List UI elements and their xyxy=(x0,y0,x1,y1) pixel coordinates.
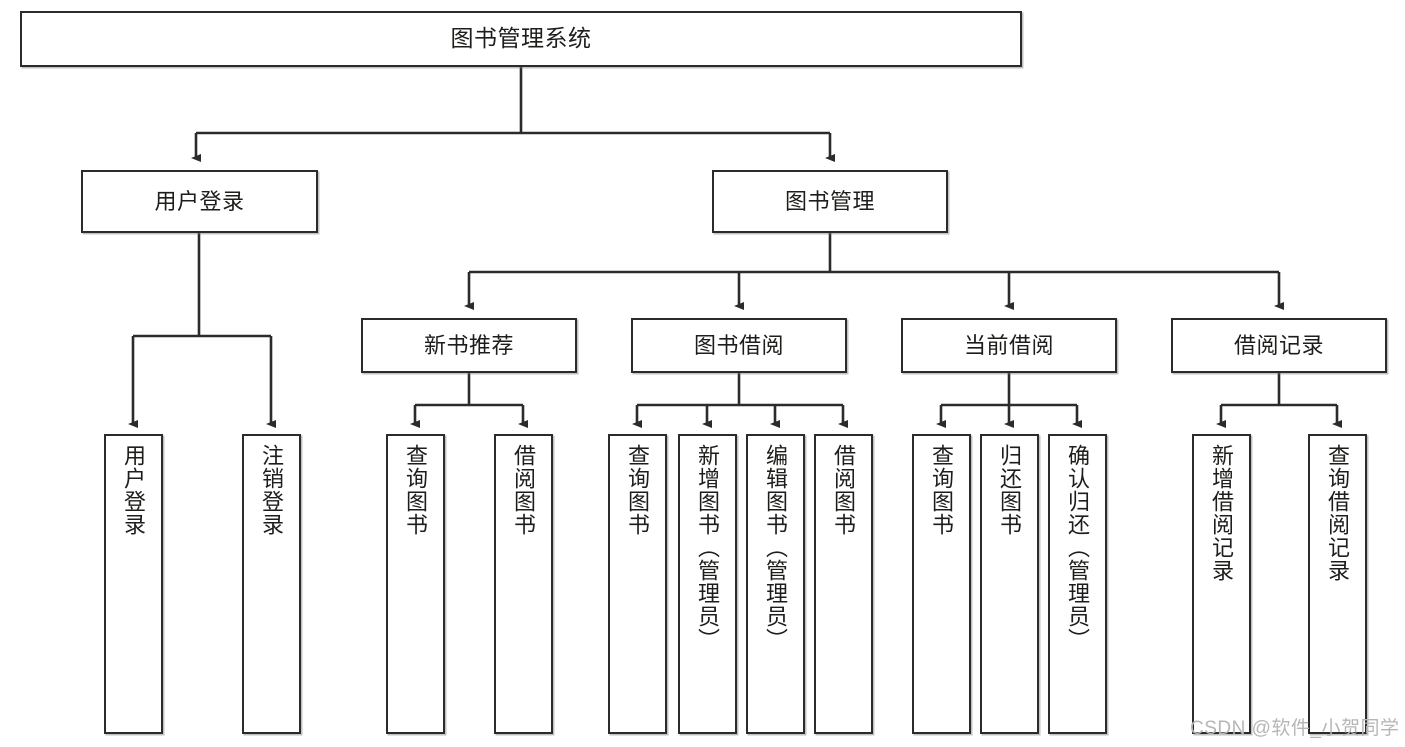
node-leaf-edit-book[interactable]: 编辑图书（管理员） xyxy=(746,434,805,734)
node-current-borrow[interactable]: 当前借阅 xyxy=(901,318,1117,373)
node-leaf-add-record[interactable]: 新增借阅记录 xyxy=(1192,434,1251,734)
node-label: 查询图书 xyxy=(403,444,429,536)
node-root-book-management-system[interactable]: 图书管理系统 xyxy=(20,11,1022,67)
node-label: 归还图书 xyxy=(997,444,1023,536)
node-leaf-return-book[interactable]: 归还图书 xyxy=(980,434,1039,734)
node-new-book-recommend[interactable]: 新书推荐 xyxy=(361,318,577,373)
node-leaf-borrow-book-2[interactable]: 借阅图书 xyxy=(814,434,873,734)
node-label: 图书管理 xyxy=(784,188,875,214)
node-leaf-user-login[interactable]: 用户登录 xyxy=(104,434,163,734)
node-label: 查询借阅记录 xyxy=(1325,444,1351,582)
node-leaf-query-book-3[interactable]: 查询图书 xyxy=(912,434,971,734)
node-label: 查询图书 xyxy=(929,444,955,536)
node-label: 借阅图书 xyxy=(511,444,537,536)
node-leaf-confirm-return[interactable]: 确认归还（管理员） xyxy=(1048,434,1107,734)
node-leaf-add-book[interactable]: 新增图书（管理员） xyxy=(678,434,737,734)
node-label: 图书借阅 xyxy=(693,332,784,358)
node-leaf-query-book-2[interactable]: 查询图书 xyxy=(608,434,667,734)
node-leaf-query-book-1[interactable]: 查询图书 xyxy=(386,434,445,734)
node-label: 借阅图书 xyxy=(831,444,857,536)
node-book-management[interactable]: 图书管理 xyxy=(712,170,948,233)
csdn-watermark: CSDN @软件_小贺同学 xyxy=(1190,718,1400,739)
node-label: 编辑图书（管理员） xyxy=(763,444,789,651)
node-label: 借阅记录 xyxy=(1233,332,1324,358)
node-label: 查询图书 xyxy=(625,444,651,536)
node-leaf-logout-login[interactable]: 注销登录 xyxy=(242,434,301,734)
node-label: 确认归还（管理员） xyxy=(1065,444,1091,651)
node-label: 注销登录 xyxy=(259,444,285,536)
node-label: 新书推荐 xyxy=(423,332,514,358)
node-label: 用户登录 xyxy=(154,188,245,214)
node-label: 用户登录 xyxy=(121,444,147,536)
node-user-login[interactable]: 用户登录 xyxy=(81,170,318,233)
node-borrow-record[interactable]: 借阅记录 xyxy=(1171,318,1387,373)
node-label: 图书管理系统 xyxy=(450,25,592,52)
node-leaf-borrow-book-1[interactable]: 借阅图书 xyxy=(494,434,553,734)
node-label: 当前借阅 xyxy=(963,332,1054,358)
node-label: 新增图书（管理员） xyxy=(695,444,721,651)
node-leaf-query-record[interactable]: 查询借阅记录 xyxy=(1308,434,1367,734)
node-label: 新增借阅记录 xyxy=(1209,444,1235,582)
node-book-borrow[interactable]: 图书借阅 xyxy=(631,318,847,373)
